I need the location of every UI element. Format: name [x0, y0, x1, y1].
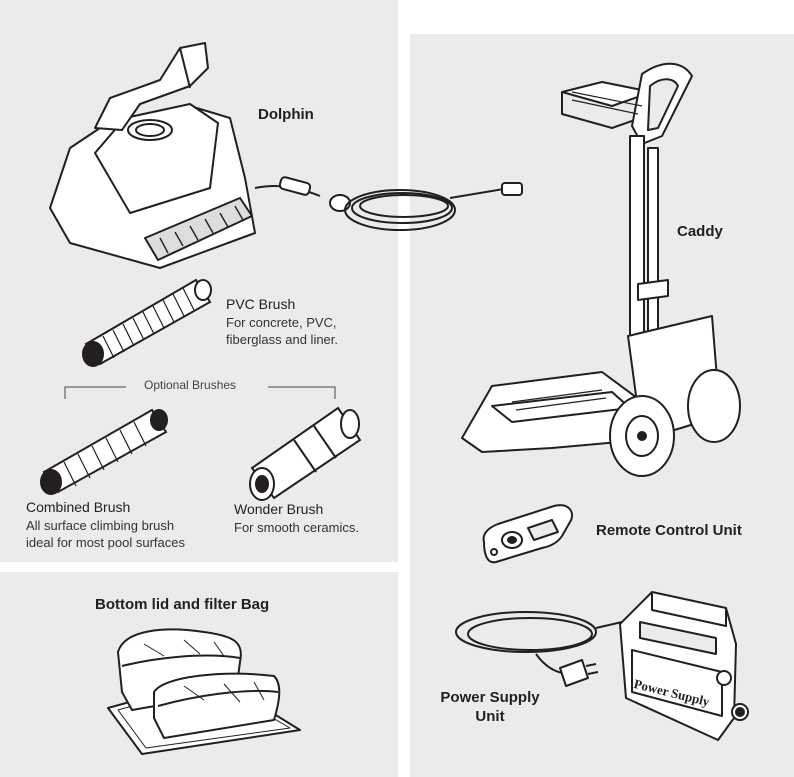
- combined-brush-description: All surface climbing brush ideal for mos…: [26, 517, 185, 551]
- power-supply-label-line1: Power Supply: [440, 689, 540, 706]
- remote-control-label: Remote Control Unit: [596, 522, 742, 539]
- wonder-brush-desc-line1: For smooth ceramics.: [234, 520, 359, 535]
- combined-brush-desc-line2: ideal for most pool surfaces: [26, 535, 185, 550]
- pvc-brush-desc-line2: fiberglass and liner.: [226, 332, 339, 347]
- pvc-brush-description: For concrete, PVC, fiberglass and liner.: [226, 314, 338, 348]
- pvc-brush-label: PVC Brush: [226, 296, 296, 312]
- caddy-illustration: [461, 62, 741, 477]
- dolphin-label: Dolphin: [258, 106, 314, 123]
- wonder-brush-description: For smooth ceramics.: [234, 519, 359, 536]
- bottom-lid-filter-bag-illustration: [107, 628, 301, 755]
- pvc-brush-illustration: [82, 278, 212, 367]
- combined-brush-desc-line1: All surface climbing brush: [26, 518, 175, 533]
- bottom-lid-label: Bottom lid and filter Bag: [95, 596, 270, 613]
- combined-brush-illustration: [40, 408, 168, 495]
- dolphin-robot-illustration: [49, 42, 523, 269]
- power-supply-label-line2: Unit: [475, 708, 505, 725]
- combined-brush-label: Combined Brush: [26, 499, 131, 515]
- remote-control-illustration: [482, 504, 573, 564]
- caddy-label: Caddy: [677, 223, 723, 240]
- power-supply-label: Power Supply Unit: [430, 688, 550, 726]
- power-supply-illustration: [455, 591, 749, 741]
- optional-brushes-label: Optional Brushes: [144, 378, 237, 392]
- wonder-brush-illustration: [249, 406, 362, 501]
- optional-brushes-bracket: [64, 386, 336, 399]
- pvc-brush-desc-line1: For concrete, PVC,: [226, 315, 337, 330]
- wonder-brush-label: Wonder Brush: [234, 501, 324, 517]
